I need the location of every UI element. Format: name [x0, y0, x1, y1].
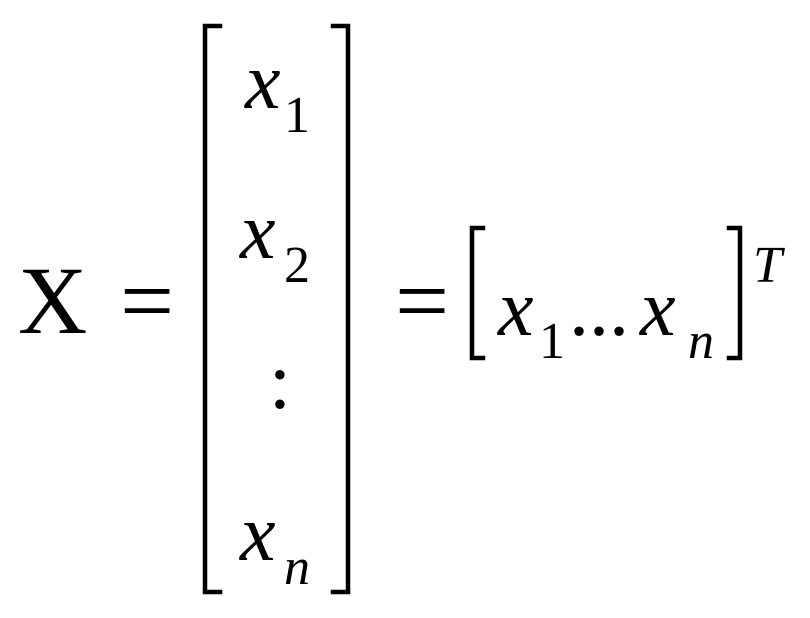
row-left-bracket	[469, 225, 486, 361]
equals-sign-1: =	[120, 247, 174, 354]
equals-sign-2: =	[395, 247, 449, 354]
entry-base: x	[639, 265, 676, 353]
entry-base: x	[239, 188, 276, 276]
column-entry-n: x n	[239, 490, 310, 596]
entry-subscript: 1	[284, 87, 310, 144]
entry-base: x	[239, 490, 276, 578]
lhs-variable: X	[18, 247, 87, 354]
row-entry-first: x 1	[497, 265, 565, 370]
row-right-bracket	[726, 225, 743, 361]
ellipsis: ...	[569, 265, 629, 353]
entry-base: x	[244, 38, 281, 126]
vertical-dots: :	[269, 338, 291, 426]
column-entry-1: x 1	[244, 38, 310, 144]
row-entry-last: x n	[639, 265, 714, 370]
entry-base: x	[497, 265, 534, 353]
transpose-superscript: T	[753, 237, 785, 294]
entry-subscript: 2	[284, 237, 310, 294]
column-entry-2: x 2	[239, 188, 310, 294]
column-right-bracket	[330, 23, 351, 595]
entry-subscript: n	[688, 313, 714, 370]
entry-subscript: n	[284, 539, 310, 596]
column-left-bracket	[202, 23, 223, 595]
entry-subscript: 1	[539, 313, 565, 370]
